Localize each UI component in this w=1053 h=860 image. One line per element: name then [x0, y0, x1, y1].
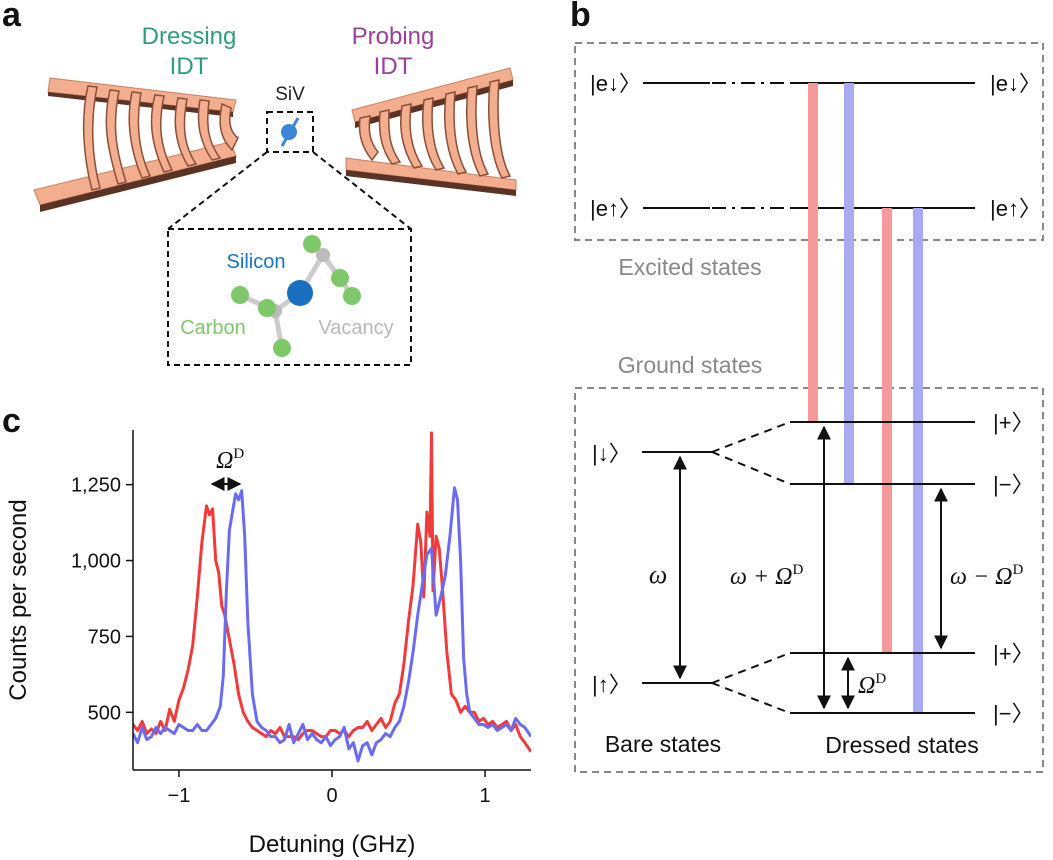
excited-states-label: Excited states: [618, 254, 761, 280]
transition-blue-1: [844, 83, 854, 484]
y-tick-label: 1,250: [71, 475, 121, 497]
siv-box: [266, 111, 314, 153]
omega-plus-label: ω + ΩD: [730, 562, 804, 590]
omega-label: ω: [649, 560, 667, 589]
y-axis-label: Counts per second: [5, 499, 32, 700]
siv-icon: [280, 117, 300, 147]
vacancy-atom-1: [316, 248, 330, 262]
carbon-atom: [231, 286, 249, 304]
siv-label: SiV: [275, 84, 305, 105]
dressing-label-line2: IDT: [170, 53, 209, 80]
dressing-idt: [33, 77, 239, 212]
probing-idt: [345, 67, 517, 196]
omega-minus-label: ω − ΩD: [950, 562, 1024, 590]
ground-levels: [642, 421, 975, 714]
ket-up: |↑〉: [592, 672, 631, 697]
x-tick-label: −1: [168, 785, 191, 807]
panel-letter-a: a: [2, 0, 22, 34]
excited-states-box: [574, 42, 1044, 241]
minus-lower: |−〉: [993, 701, 1034, 726]
carbon-atom: [273, 339, 291, 357]
omega-d-label: ΩD: [858, 671, 886, 699]
e-down-right: |e↓〉: [990, 71, 1041, 96]
transition-red-2: [882, 208, 892, 653]
dressed-states-label: Dressed states: [825, 732, 978, 758]
series-line-1: [133, 431, 531, 753]
carbon-label: Carbon: [180, 317, 246, 339]
x-tick-label: 1: [480, 785, 491, 807]
zoom-line-right: [312, 151, 412, 230]
transition-blue-2: [913, 208, 923, 713]
carbon-atom: [258, 299, 276, 317]
minus-upper: |−〉: [993, 472, 1034, 497]
panel-letter-c: c: [2, 402, 21, 440]
energy-arrows: [673, 425, 948, 710]
silicon-label: Silicon: [227, 251, 286, 273]
vacancy-label: Vacancy: [318, 317, 393, 339]
carbon-atom: [303, 235, 321, 253]
transition-bars: [808, 83, 923, 713]
siv-molecule: [231, 235, 361, 357]
zoom-box: [167, 228, 412, 366]
series-line-2: [133, 486, 531, 763]
e-up-left: |e↑〉: [590, 196, 641, 221]
x-tick-label: 0: [326, 785, 337, 807]
silicon-atom: [287, 280, 313, 306]
y-tick-label: 750: [88, 626, 121, 648]
carbon-atom: [331, 269, 349, 287]
annotation-omega-d: ΩD: [216, 446, 244, 474]
transition-red-1: [808, 83, 818, 422]
x-axis-label: Detuning (GHz): [249, 831, 416, 858]
panel-letter-b: b: [570, 0, 591, 34]
probing-label-line2: IDT: [374, 53, 413, 80]
ground-states-label: Ground states: [618, 352, 762, 378]
e-up-right: |e↑〉: [990, 196, 1041, 221]
carbon-atom: [343, 287, 361, 305]
y-tick-label: 1,000: [71, 551, 121, 573]
ket-down: |↓〉: [592, 441, 631, 466]
plus-lower: |+〉: [993, 641, 1034, 666]
probing-label-line1: Probing: [352, 23, 435, 50]
bare-states-label: Bare states: [605, 731, 721, 757]
y-tick-label: 500: [88, 702, 121, 724]
plus-upper: |+〉: [993, 410, 1034, 435]
zoom-line-left: [167, 151, 268, 230]
e-down-left: |e↓〉: [590, 71, 641, 96]
dressing-label-line1: Dressing: [142, 23, 237, 50]
